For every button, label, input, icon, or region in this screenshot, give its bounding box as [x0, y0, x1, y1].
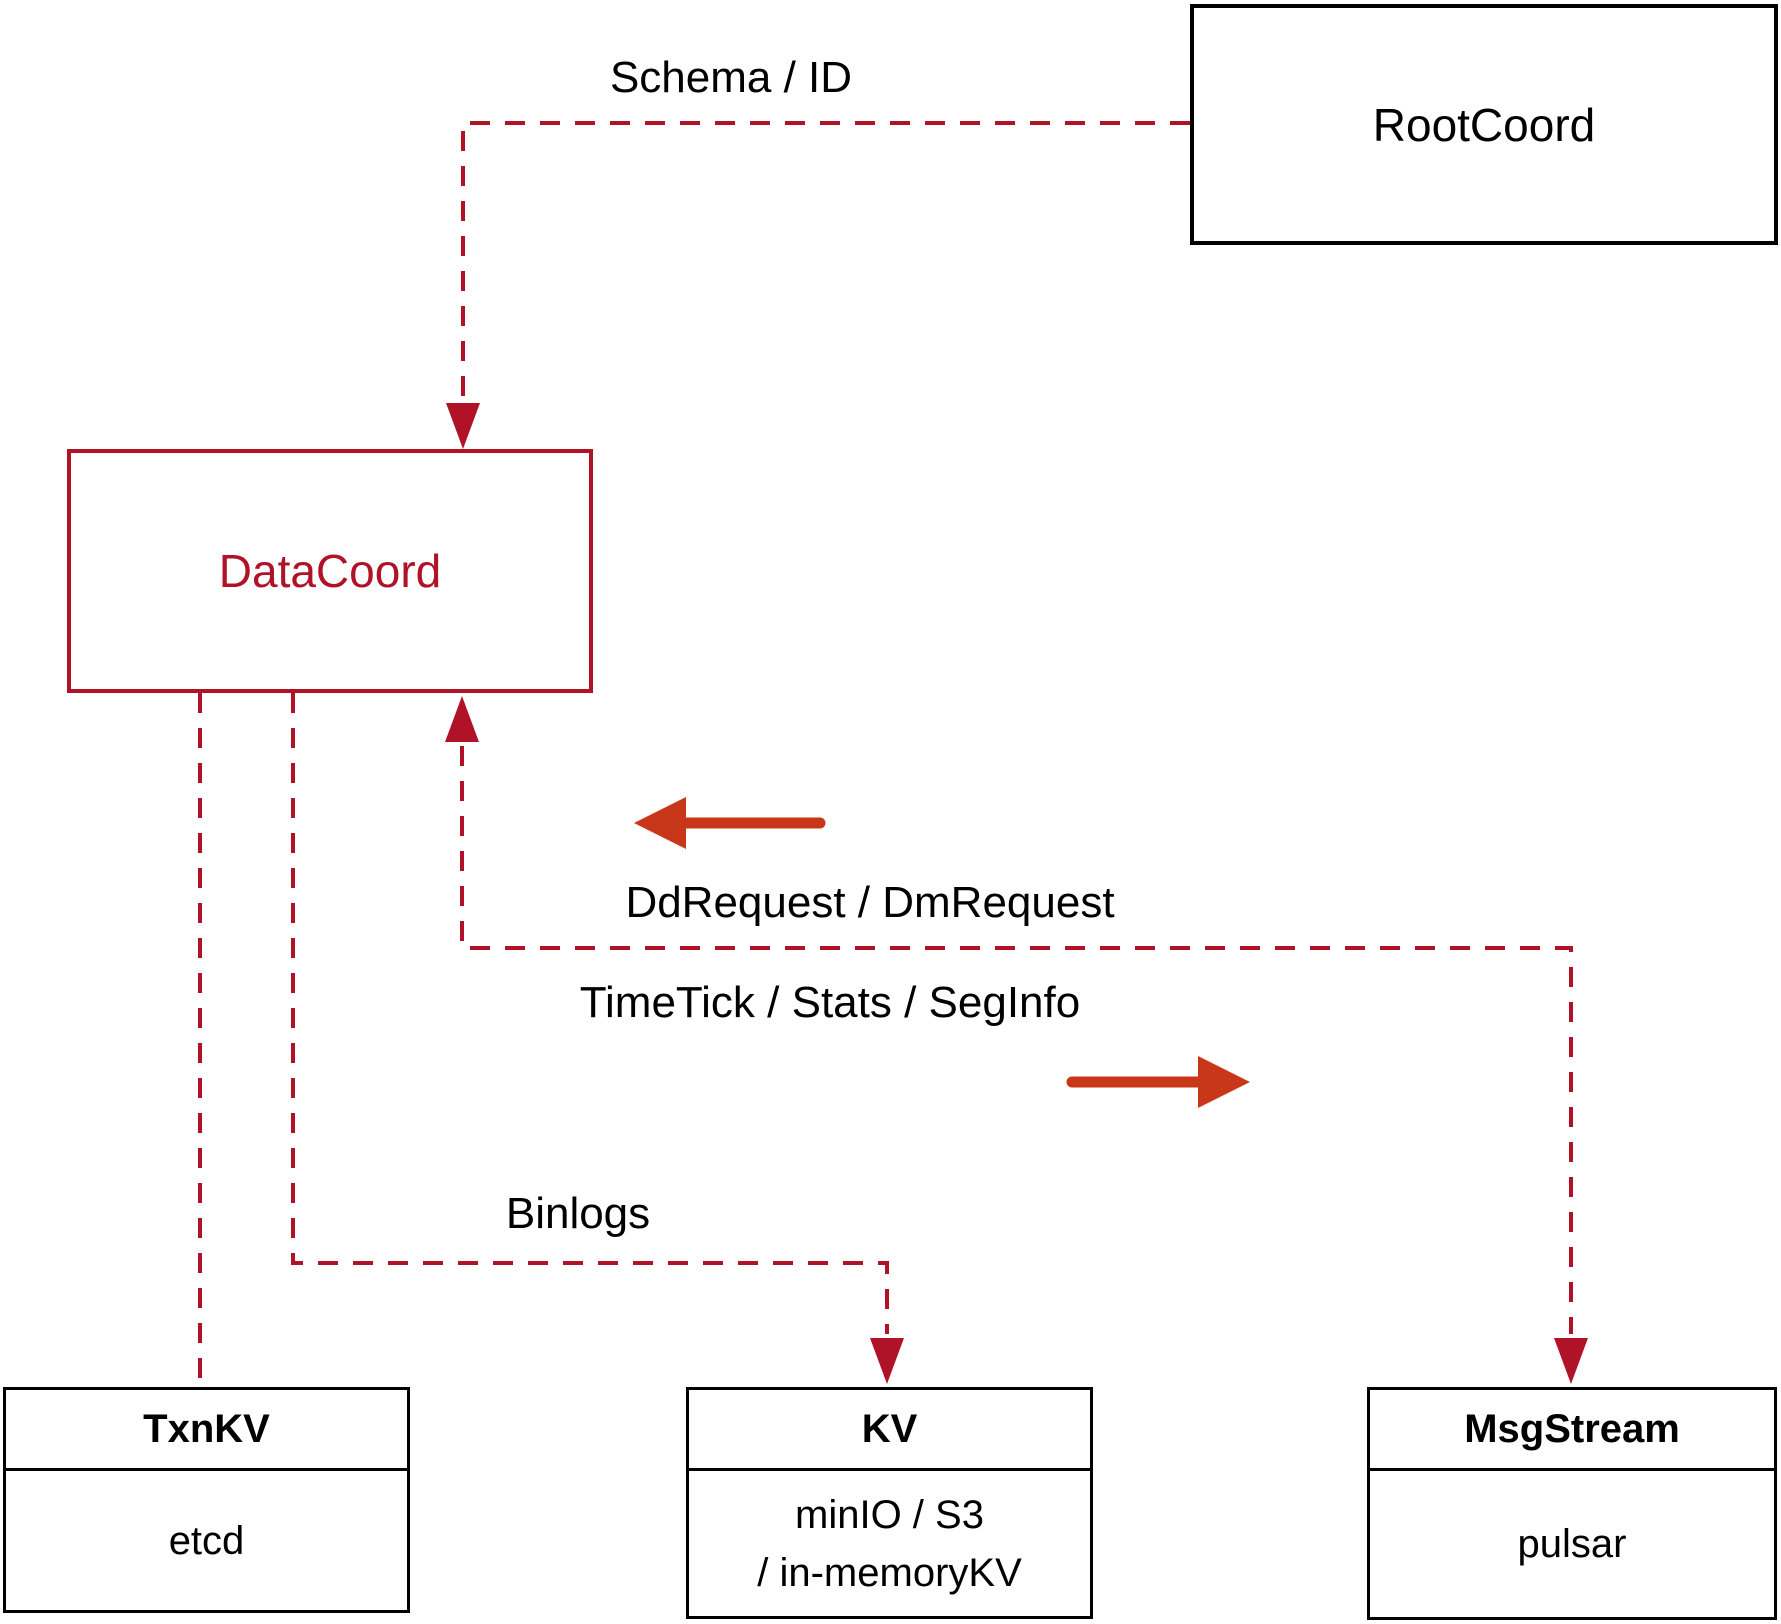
edge-label-ddrequest-dmrequest: DdRequest / DmRequest [625, 878, 1115, 927]
node-msgstream-impl: pulsar [1370, 1471, 1774, 1617]
edge-label-timetick-stats-seginfo: TimeTick / Stats / SegInfo [579, 978, 1081, 1027]
left-arrow-icon [634, 797, 686, 849]
arrowhead-down-kv-icon [870, 1338, 904, 1384]
edge-datacoord-msgstream [445, 696, 1588, 1384]
edge-binlogs-line [291, 693, 889, 1334]
node-kv-impl: minIO / S3 / in-memoryKV [689, 1471, 1090, 1616]
node-rootcoord: RootCoord [1190, 4, 1778, 245]
direction-arrow-left [634, 797, 826, 849]
node-kv-impl-line1: minIO / S3 [795, 1492, 984, 1537]
edge-datacoord-msgstream-line [460, 746, 1573, 1334]
edge-label-binlogs: Binlogs [505, 1189, 651, 1238]
arrowhead-up-datacoord-bottom-icon [445, 696, 479, 742]
arrowhead-down-datacoord-top-icon [446, 403, 480, 449]
edge-schema-id-line [461, 121, 1190, 398]
node-msgstream: MsgStream pulsar [1367, 1387, 1777, 1620]
edge-schema-id [446, 121, 1190, 449]
node-kv: KV minIO / S3 / in-memoryKV [686, 1387, 1093, 1619]
arrowhead-down-msgstream-icon [1554, 1338, 1588, 1384]
node-txnkv: TxnKV etcd [3, 1387, 410, 1613]
node-msgstream-title: MsgStream [1370, 1390, 1774, 1471]
node-txnkv-impl-text: etcd [168, 1518, 245, 1563]
node-msgstream-impl-text: pulsar [1517, 1522, 1627, 1566]
edge-label-schema-id: Schema / ID [609, 53, 853, 102]
node-kv-impl-line2: / in-memoryKV [757, 1550, 1022, 1595]
node-kv-title: KV [689, 1390, 1090, 1471]
edge-binlogs [291, 693, 904, 1384]
node-datacoord: DataCoord [67, 449, 593, 693]
direction-arrow-right [1066, 1056, 1250, 1108]
right-arrow-icon [1198, 1056, 1250, 1108]
node-rootcoord-label: RootCoord [1372, 98, 1596, 151]
node-datacoord-label: DataCoord [218, 545, 442, 597]
node-txnkv-impl: etcd [6, 1471, 407, 1610]
node-txnkv-title: TxnKV [6, 1390, 407, 1471]
